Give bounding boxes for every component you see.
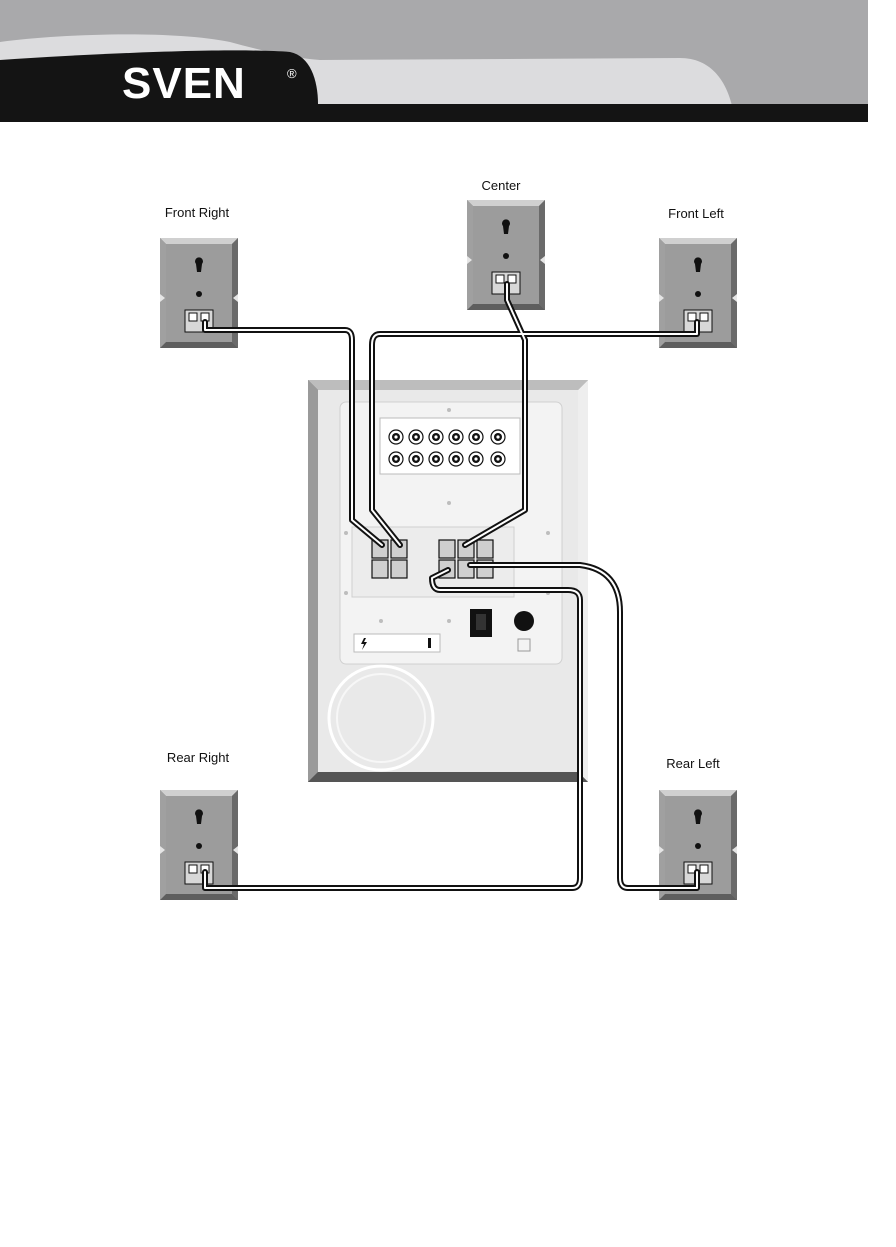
label-front-right: Front Right (165, 205, 229, 220)
label-rear-left: Rear Left (666, 756, 719, 771)
label-front-left: Front Left (668, 206, 724, 221)
speaker-rear-right (160, 790, 238, 900)
label-center: Center (481, 178, 520, 193)
label-rear-right: Rear Right (167, 750, 229, 765)
